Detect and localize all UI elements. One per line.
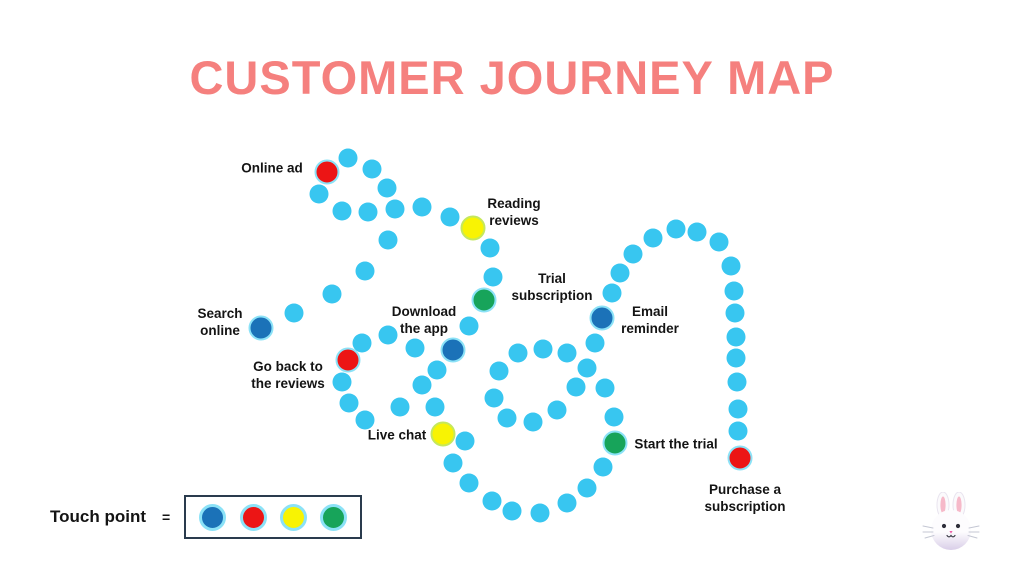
touchpoint-search-online bbox=[248, 315, 274, 341]
path-dot bbox=[623, 244, 643, 264]
path-dot bbox=[721, 256, 741, 276]
path-dot bbox=[489, 361, 509, 381]
path-dot bbox=[390, 397, 410, 417]
touchpoint-purchase-a-subscription bbox=[727, 445, 753, 471]
path-dot bbox=[355, 410, 375, 430]
path-dot bbox=[687, 222, 707, 242]
path-dot bbox=[557, 493, 577, 513]
path-dot bbox=[557, 343, 577, 363]
path-dot bbox=[726, 327, 746, 347]
path-dot bbox=[585, 333, 605, 353]
path-dot bbox=[497, 408, 517, 428]
path-dot bbox=[480, 238, 500, 258]
path-dot bbox=[484, 388, 504, 408]
path-dot bbox=[566, 377, 586, 397]
path-dot bbox=[339, 393, 359, 413]
touchpoint-email-reminder bbox=[589, 305, 615, 331]
path-dot bbox=[412, 375, 432, 395]
legend-dot-green bbox=[319, 503, 347, 531]
bunny-head bbox=[931, 510, 971, 550]
path-dot bbox=[355, 261, 375, 281]
path-dot bbox=[724, 281, 744, 301]
path-dot bbox=[455, 431, 475, 451]
label-start-the-trial: Start the trial bbox=[634, 436, 718, 452]
legend-equals-sign: = bbox=[162, 509, 171, 525]
path-dot bbox=[595, 378, 615, 398]
path-dot bbox=[378, 325, 398, 345]
path-dot bbox=[332, 201, 352, 221]
path-dot bbox=[602, 283, 622, 303]
label-live-chat: Live chat bbox=[367, 427, 427, 443]
path-dot bbox=[577, 478, 597, 498]
path-dot bbox=[523, 412, 543, 432]
label-online-ad: Online ad bbox=[241, 160, 303, 176]
path-dot bbox=[547, 400, 567, 420]
path-dot bbox=[322, 284, 342, 304]
path-dot bbox=[338, 148, 358, 168]
path-dot bbox=[728, 421, 748, 441]
path-dot bbox=[727, 372, 747, 392]
path-dot bbox=[459, 473, 479, 493]
path-dot bbox=[604, 407, 624, 427]
path-dot bbox=[378, 230, 398, 250]
path-dot bbox=[352, 333, 372, 353]
path-dot bbox=[459, 316, 479, 336]
page-title: CUSTOMER JOURNEY MAP bbox=[189, 51, 835, 104]
legend-box bbox=[184, 495, 363, 539]
path-dot bbox=[643, 228, 663, 248]
path-dot bbox=[309, 184, 329, 204]
path-dot bbox=[508, 343, 528, 363]
path-dot bbox=[666, 219, 686, 239]
legend-label: Touch point bbox=[50, 507, 146, 526]
path-dot bbox=[725, 303, 745, 323]
path-dot bbox=[362, 159, 382, 179]
path-dot bbox=[284, 303, 304, 323]
path-dot bbox=[482, 491, 502, 511]
touchpoint-go-back-to-the-reviews bbox=[335, 347, 361, 373]
touchpoint-online-ad bbox=[314, 159, 340, 185]
path-dot bbox=[358, 202, 378, 222]
touchpoint-live-chat bbox=[430, 421, 456, 447]
path-dot bbox=[440, 207, 460, 227]
path-dot bbox=[425, 397, 445, 417]
path-dot bbox=[502, 501, 522, 521]
legend-dot-yellow bbox=[279, 503, 307, 531]
path-dot bbox=[385, 199, 405, 219]
path-dot bbox=[593, 457, 613, 477]
path-dot bbox=[533, 339, 553, 359]
path-dot bbox=[377, 178, 397, 198]
path-dot bbox=[726, 348, 746, 368]
touchpoint-start-the-trial bbox=[602, 430, 628, 456]
path-dot bbox=[443, 453, 463, 473]
path-dot bbox=[577, 358, 597, 378]
path-dot bbox=[483, 267, 503, 287]
path-dot bbox=[427, 360, 447, 380]
touchpoint-download-the-app bbox=[440, 337, 466, 363]
legend-dot-red bbox=[239, 503, 267, 531]
bunny-icon bbox=[922, 492, 980, 550]
path-dot bbox=[332, 372, 352, 392]
touchpoint-reading-reviews bbox=[460, 215, 486, 241]
path-dot bbox=[610, 263, 630, 283]
touchpoint-trial-subscription bbox=[471, 287, 497, 313]
path-dot bbox=[530, 503, 550, 523]
legend-dot-blue bbox=[199, 503, 227, 531]
path-dot bbox=[405, 338, 425, 358]
path-dot bbox=[412, 197, 432, 217]
path-dot bbox=[728, 399, 748, 419]
bunny-face bbox=[922, 523, 980, 539]
path-dot bbox=[709, 232, 729, 252]
touch-point-legend: Touch point = bbox=[50, 494, 363, 540]
